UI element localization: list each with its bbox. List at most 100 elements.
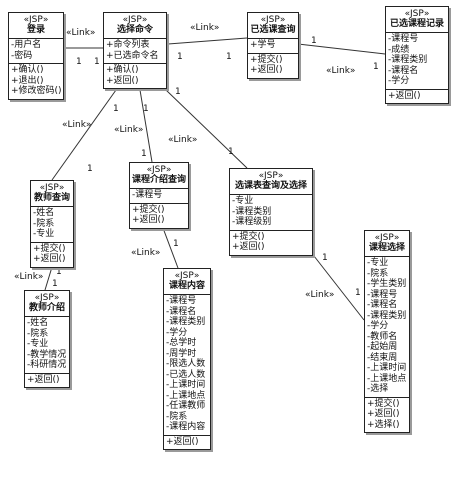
operations-section: +提交() +返回() +选择() [365,398,409,433]
multiplicity: 1 [52,279,58,289]
attribute: -上课地点 [166,390,206,401]
stereotype-label: «JSP» [374,233,400,243]
attribute: -上课地点 [367,373,407,384]
stereotype-label: «JSP» [39,183,65,193]
attribute: -密码 [11,50,33,61]
multiplicity: 1 [228,147,234,157]
operation: +返回() [250,65,283,75]
attribute: -专业 [367,258,389,268]
link-label-select-teacherquery: «Link» [62,120,92,130]
multiplicity: 1 [177,52,183,62]
operation: +返回() [232,242,265,252]
multiplicity: 1 [141,149,147,159]
operation: +提交() [132,204,165,215]
attribute: -周学时 [166,348,197,359]
attribute: -选择 [367,384,389,394]
attributes-section: -姓名 -院系 -专业 -教学情况 -科研情况 [25,317,69,374]
link-label-courseintro-content: «Link» [131,248,161,258]
attribute: -起始周 [367,342,398,352]
attribute: +学号 [250,40,276,50]
operation: +返回() [106,75,139,86]
attributes-section: -专业 -院系 -学生类别 -课程号 -课程名 -课程类别 -学分 -教师名 -… [365,257,409,398]
attributes-section: -姓名 -院系 -专业 [31,207,73,243]
multiplicity: 1 [322,253,328,263]
attribute: -上课时间 [367,363,407,373]
attribute: -专业 [27,339,49,349]
attribute: -教学情况 [27,349,67,360]
link-line-courseintro-content [162,227,179,269]
attribute: -课程级别 [232,217,272,227]
operations-section: +提交() +返回() [31,243,73,267]
attribute: -用户名 [11,40,42,50]
class-box-login: «JSP» 登录 -用户名 -密码 +确认() +退出() +修改密码() [8,12,64,100]
class-name: 教师介绍 [28,303,65,313]
class-name: 选择命令 [116,25,153,35]
attribute: -专业 [232,196,254,206]
attributes-section: -课程号 -成绩 -课程类别 -课程名 -学分 [386,33,448,90]
stereotype-label: «JSP» [404,9,430,19]
attribute: -课程号 [388,34,419,44]
operation: +返回() [132,215,165,225]
multiplicity: 1 [76,57,82,67]
class-name: 登录 [26,25,45,35]
attribute: -课程内容 [166,422,206,432]
attribute: -学分 [367,321,389,331]
multiplicity: 1 [143,104,149,114]
link-label-select-coursetable: «Link» [168,135,198,145]
multiplicity: 1 [373,62,379,72]
stereotype-label: «JSP» [146,165,172,175]
operations-section: +返回() [25,374,69,388]
attributes-section: -课程号 -课程名 -课程类别 -学分 -总学时 -周学时 -限选人数 -已选人… [164,295,210,436]
attributes-section: -用户名 -密码 [9,39,63,64]
class-box-course-table-query: «JSP» 选课表查询及选择 -专业 -课程类别 -课程级别 +提交() +返回… [229,168,313,256]
stereotype-label: «JSP» [23,15,49,25]
attribute: -课程名 [388,65,419,76]
attribute: -课程类别 [232,206,272,217]
attribute: -课程名 [166,306,197,317]
attribute: -院系 [166,411,188,422]
attribute: -成绩 [388,44,410,55]
link-line-coursetable-courseselect [313,255,365,321]
link-line-selectedquery-record [297,43,386,55]
attribute: -已选人数 [166,369,206,380]
operation: +提交() [250,54,283,65]
link-label-teacherquery-teacherintro: «Link» [14,272,44,282]
link-label-select-courseintro: «Link» [114,125,144,135]
attribute: -总学时 [166,338,197,348]
operation: +返回() [166,436,199,447]
stereotype-label: «JSP» [34,293,60,303]
class-box-select-command: «JSP» 选择命令 +命令列表 +已选命令名 +确认() +返回() [103,12,167,89]
stereotype-label: «JSP» [260,15,286,25]
attribute: -课程号 [367,289,398,300]
operations-section: +确认() +返回() [104,64,166,88]
link-line-select-selectedquery [167,37,248,45]
class-box-course-select: «JSP» 课程选择 -专业 -院系 -学生类别 -课程号 -课程名 -课程类别… [364,230,410,433]
link-label-selectedquery-record: «Link» [326,66,356,76]
attribute: -课程名 [367,300,398,310]
stereotype-label: «JSP» [122,15,148,25]
attribute: -院系 [33,218,55,229]
attribute: -学分 [388,76,410,86]
attribute: -课程类别 [388,55,428,65]
operation: +提交() [367,398,400,409]
attribute: -课程号 [166,296,197,306]
link-line-teacherquery-teacherintro [44,266,53,291]
attribute: -学分 [166,327,188,338]
operations-section: +提交() +返回() [130,204,188,228]
attribute: -结束周 [367,352,398,363]
operation: +返回() [27,374,60,385]
class-box-teacher-query: «JSP» 教师查询 -姓名 -院系 -专业 +提交() +返回() [30,180,74,268]
multiplicity: 1 [94,57,100,67]
link-label-login-select: «Link» [66,28,96,38]
attribute: +命令列表 [106,40,150,50]
link-line-select-teacherquery [51,89,117,181]
attribute: -院系 [27,328,49,339]
class-box-course-content: «JSP» 课程内容 -课程号 -课程名 -课程类别 -学分 -总学时 -周学时… [163,268,211,450]
class-box-teacher-intro: «JSP» 教师介绍 -姓名 -院系 -专业 -教学情况 -科研情况 +返回() [24,290,70,388]
attribute: -姓名 [33,208,55,218]
operation: +提交() [33,243,66,254]
multiplicity: 1 [226,52,232,62]
operation: +返回() [33,254,66,264]
class-box-course-intro-query: «JSP» 课程介绍查询 -课程号 +提交() +返回() [129,162,189,229]
